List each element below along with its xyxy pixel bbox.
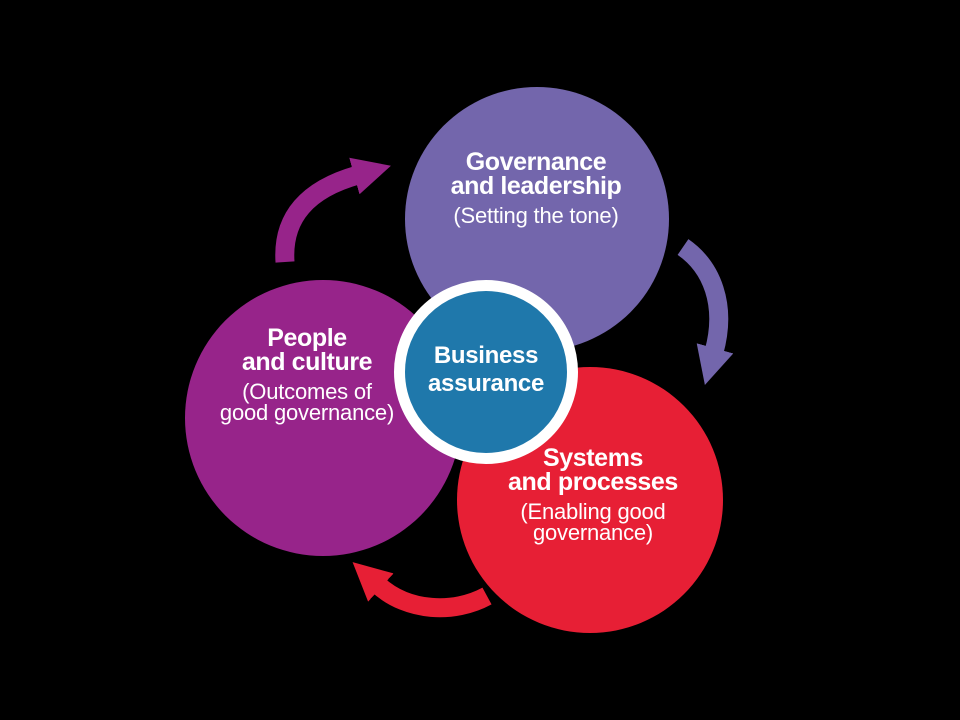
systems-subtitle-line1: (Enabling good (520, 499, 666, 524)
governance-title-line1: Governance (465, 148, 607, 176)
arrow-systems-to-people-icon (352, 562, 492, 618)
governance-subtitle: (Setting the tone) (453, 203, 619, 228)
arrow-people-to-governance-icon (275, 157, 391, 263)
business-assurance-line2: assurance (427, 370, 545, 397)
business-assurance-hub-circle (394, 280, 578, 464)
people-subtitle-line1: (Outcomes of (242, 379, 372, 404)
systems-and-processes-label: Systems and processes (Enabling good gov… (508, 444, 678, 545)
systems-title-line1: Systems (542, 444, 644, 472)
systems-title-line2: and processes (508, 468, 678, 496)
people-title-line1: People (267, 324, 347, 352)
people-and-culture-label: People and culture (Outcomes of good gov… (219, 324, 395, 425)
business-assurance-line1: Business (433, 342, 539, 369)
arrow-governance-to-systems-icon (677, 239, 734, 385)
business-assurance-label: Business assurance (428, 342, 544, 398)
systems-subtitle-line2: governance) (532, 520, 654, 545)
people-subtitle-line2: good governance) (219, 400, 395, 425)
people-title-line2: and culture (241, 348, 373, 376)
governance-title-line2: and leadership (450, 172, 622, 200)
governance-and-leadership-label: Governance and leadership (Setting the t… (450, 148, 622, 228)
